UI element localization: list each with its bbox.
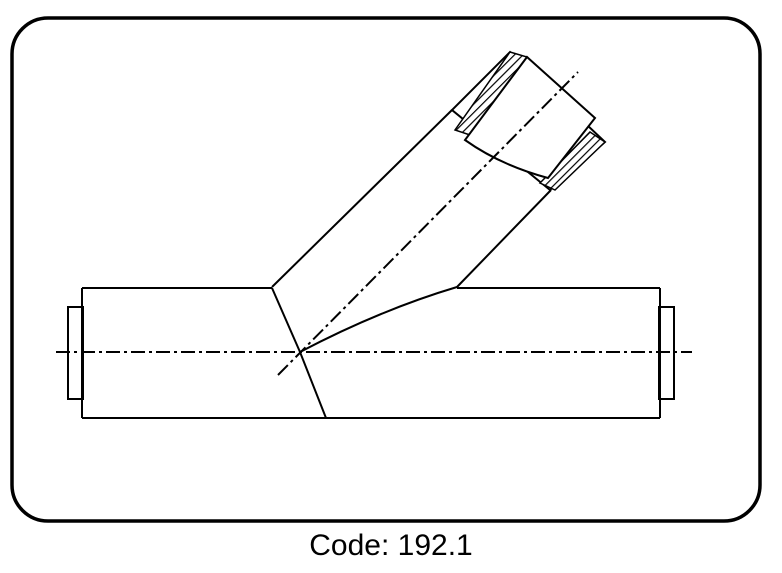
code-caption: Code: 192.1 (309, 529, 473, 562)
branch-centerline (277, 71, 579, 376)
branch-pipe (271, 109, 552, 353)
drawing-border (10, 16, 762, 523)
lateral-tee-drawing (10, 16, 762, 523)
center-lines (56, 71, 692, 376)
